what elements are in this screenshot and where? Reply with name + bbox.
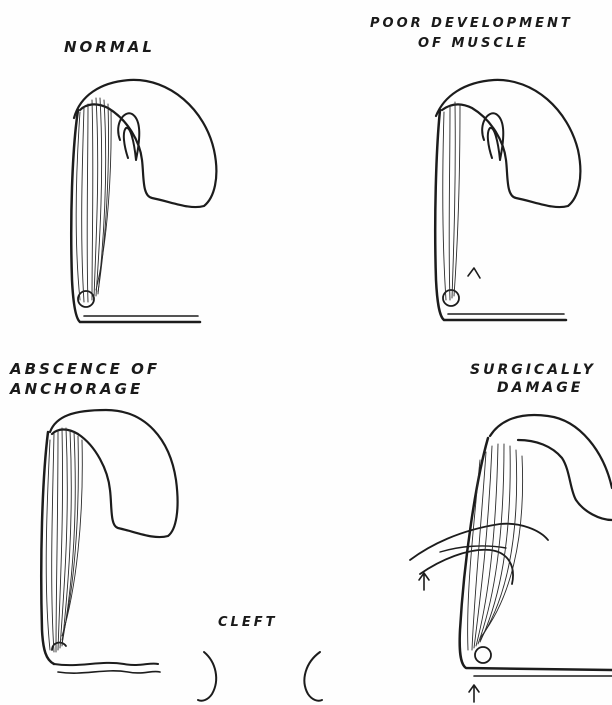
muscle-fibers-normal [76,98,111,302]
up-arrow-icon [469,685,479,702]
label-absence-line1: ABSCENCE OF [9,360,160,378]
velum-outline-poor [436,80,580,207]
velum-outline-absence [50,410,178,537]
label-cleft: CLEFT [218,615,277,630]
panel-poor-development [435,80,580,320]
node-circle-surgical [475,647,491,663]
small-caret-mark [468,268,480,278]
velum-outline-surgical [490,415,612,488]
wavy-floor-absence [54,663,158,665]
velum-outline-normal [74,80,216,207]
label-poor-development-line1: POOR DEVELOPMENT [370,16,573,31]
label-absence-line2: ANCHORAGE [9,380,143,398]
panel-normal [71,80,216,322]
panel-absence-anchorage [41,410,177,673]
cleft-marks [198,652,322,701]
cleft-left-bracket [198,652,216,701]
label-surgical-line2: DAMAGE [497,380,583,396]
crescent-poor [482,113,503,160]
muscle-fibers-poor [443,102,460,300]
label-poor-development-line2: OF MUSCLE [418,36,529,51]
up-arrow-icon [419,573,429,590]
label-normal: NORMAL [64,38,155,56]
panel-surgical-damage [410,415,612,702]
crescent-normal [118,113,139,160]
pharyngeal-wall-normal [71,110,200,322]
cleft-right-bracket [304,652,322,701]
muscle-fibers-absence [46,428,82,652]
label-surgical-line1: SURGICALLY [470,362,596,378]
